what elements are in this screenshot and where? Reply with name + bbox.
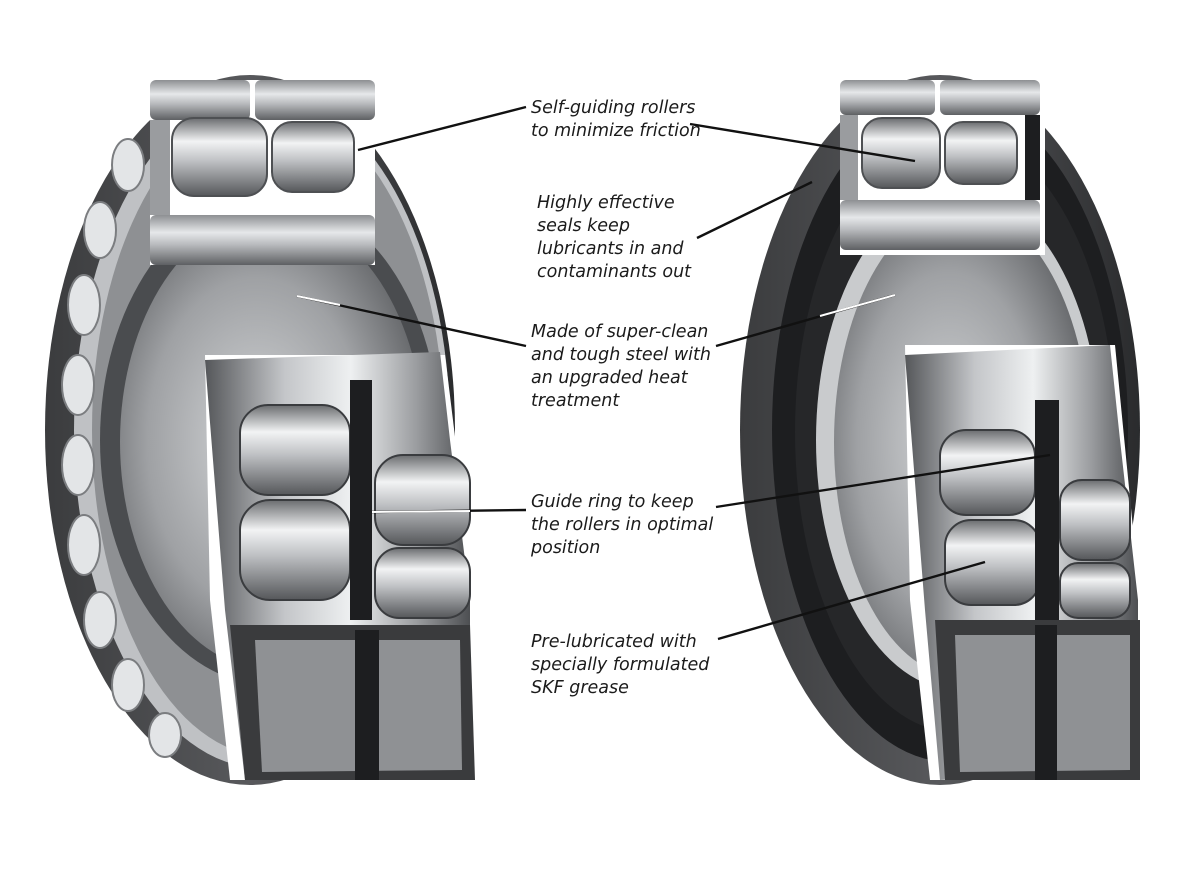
callout-seals-line-3: lubricants in and [537,239,684,259]
open-bearing-roller-row [61,138,182,758]
callout-grease-line-1: Pre-lubricated with [531,632,697,652]
leader-self-guiding-right [689,122,916,163]
callout-self-guiding: Self-guiding rollers to minimize frictio… [531,97,701,143]
leader-seals [696,180,813,240]
callout-seals-line-1: Highly effective [537,193,675,213]
open-bearing-upper-rollers [171,117,355,197]
sealed-bearing-guide-ring [1035,400,1059,630]
callout-grease-line-3: SKF grease [531,678,629,698]
leader-self-guiding-left [357,105,527,152]
callout-self-guiding-line-2: to minimize friction [531,121,701,141]
open-bearing [45,75,475,785]
callout-steel-line-4: treatment [531,391,620,411]
leader-grease [717,560,986,641]
leader-line-highlights [296,294,896,513]
sealed-bearing-front-rollers [939,429,1131,619]
sealed-bearing [740,75,1140,785]
callout-seals: Highly effective seals keep lubricants i… [537,192,691,284]
sealed-bearing-upper-rollers [861,117,1018,189]
callout-guide-ring-line-2: the rollers in optimal [531,515,714,535]
callout-guide-ring-line-3: position [531,538,601,558]
callout-grease-line-2: specially formulated [531,655,710,675]
callout-self-guiding-line-1: Self-guiding rollers [531,98,696,118]
open-bearing-front-rollers [239,404,471,619]
callout-seals-line-2: seals keep [537,216,630,236]
leader-lines [296,105,1051,641]
callout-guide-ring-line-1: Guide ring to keep [531,492,694,512]
callout-guide-ring: Guide ring to keep the rollers in optima… [531,491,713,560]
callout-steel-line-3: an upgraded heat [531,368,688,388]
callout-steel: Made of super-clean and tough steel with… [531,321,711,413]
callout-steel-line-2: and tough steel with [531,345,711,365]
open-bearing-guide-ring [350,380,372,620]
callout-grease: Pre-lubricated with specially formulated… [531,631,709,700]
leader-guide-ring-right [715,453,1051,509]
callout-steel-line-1: Made of super-clean [531,322,709,342]
callout-seals-line-4: contaminants out [537,262,692,282]
